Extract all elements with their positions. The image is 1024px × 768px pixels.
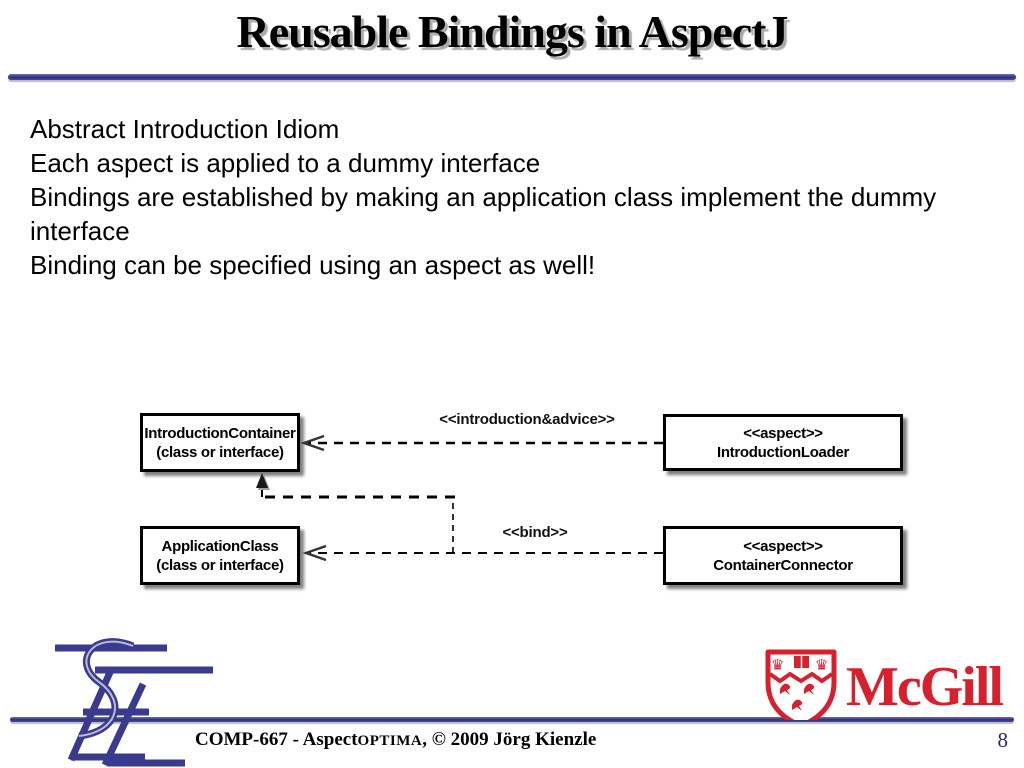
page-title: Reusable Bindings in AspectJ bbox=[236, 6, 789, 57]
svg-text:♛: ♛ bbox=[771, 656, 784, 674]
uml-box-title: ApplicationClass bbox=[161, 537, 279, 555]
body-line: Bindings are established by making an ap… bbox=[30, 182, 937, 246]
footer-part2: OPTIMA bbox=[357, 733, 423, 749]
svg-text:♛: ♛ bbox=[815, 656, 828, 674]
connector-label-introduction-advice: <<introduction&advice>> bbox=[439, 411, 615, 428]
uml-box-stereotype: <<aspect>> bbox=[743, 424, 823, 442]
page-number: 8 bbox=[997, 728, 1009, 752]
title-divider-rule bbox=[8, 74, 1016, 80]
body-line: Binding can be specified using an aspect… bbox=[30, 250, 596, 280]
uml-box-subtitle: (class or interface) bbox=[156, 443, 284, 461]
uml-box-introduction-loader: <<aspect>> IntroductionLoader bbox=[663, 414, 903, 471]
body-line: Abstract Introduction Idiom bbox=[30, 114, 340, 144]
footer-part1: COMP-667 - Aspect bbox=[195, 729, 358, 750]
uml-box-stereotype: <<aspect>> bbox=[743, 537, 823, 555]
uml-box-application-class: ApplicationClass (class or interface) bbox=[140, 526, 300, 585]
footer-course-credit: COMP-667 - AspectOPTIMA, © 2009 Jörg Kie… bbox=[195, 729, 596, 751]
uml-box-subtitle: (class or interface) bbox=[156, 556, 284, 574]
uml-box-title: IntroductionLoader bbox=[716, 443, 850, 461]
mcgill-logo: ♛ ♛ McGill bbox=[765, 649, 1005, 720]
mcgill-shield-icon: ♛ ♛ bbox=[765, 649, 837, 720]
footer-divider-rule bbox=[10, 717, 1014, 722]
footer-part3: , © 2009 Jörg Kienzle bbox=[422, 729, 597, 750]
uml-box-title: IntroductionContainer bbox=[144, 424, 296, 442]
uml-box-title: ContainerConnector bbox=[713, 556, 853, 574]
body-line: Each aspect is applied to a dummy interf… bbox=[30, 148, 541, 178]
uml-box-container-connector: <<aspect>> ContainerConnector bbox=[663, 526, 903, 585]
uml-box-introduction-container: IntroductionContainer (class or interfac… bbox=[140, 413, 300, 472]
body-text-block: Abstract Introduction Idiom Each aspect … bbox=[30, 112, 995, 282]
mcgill-wordmark: McGill bbox=[846, 656, 1003, 718]
connector-label-bind: <<bind>> bbox=[502, 524, 568, 541]
sel-lab-logo bbox=[55, 638, 213, 767]
